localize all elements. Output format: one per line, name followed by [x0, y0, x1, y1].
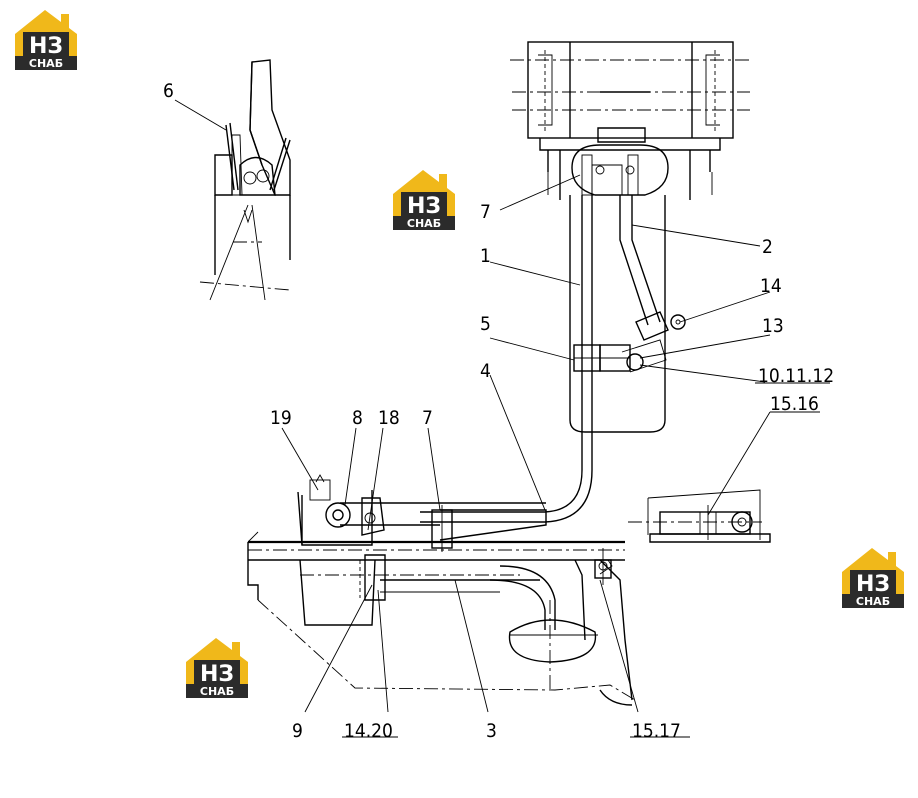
- callout-15-16: 15.16: [770, 393, 819, 415]
- callout-14: 14: [760, 275, 782, 297]
- callout-7-upper: 7: [480, 201, 491, 223]
- leader-lines: [281, 174, 830, 738]
- callout-3: 3: [486, 720, 497, 742]
- callout-10-11-12: 10.11.12: [758, 365, 834, 387]
- logo-watermark-right: НЗ СНАБ: [842, 548, 904, 608]
- svg-text:СНАБ: СНАБ: [856, 595, 890, 608]
- lever-rod-4: [340, 502, 547, 552]
- callout-14-20: 14.20: [344, 720, 393, 742]
- callout-13: 13: [762, 315, 784, 337]
- valve-block: [571, 144, 669, 196]
- bracket-left: [297, 474, 385, 546]
- callout-6: 6: [163, 80, 174, 102]
- callout-7-lower: 7: [422, 407, 433, 429]
- svg-text:НЗ: НЗ: [200, 662, 234, 687]
- svg-text:НЗ: НЗ: [407, 194, 441, 219]
- callout-1: 1: [480, 245, 491, 267]
- callout-9: 9: [292, 720, 303, 742]
- callout-15-17: 15.17: [632, 720, 681, 742]
- callout-5: 5: [480, 313, 491, 335]
- detail-section-view: [174, 59, 291, 301]
- svg-text:НЗ: НЗ: [29, 34, 63, 59]
- callout-18: 18: [378, 407, 400, 429]
- upper-housing: [510, 41, 750, 200]
- callout-2: 2: [762, 236, 773, 258]
- logo-watermark-middle: НЗ СНАБ: [393, 170, 455, 230]
- svg-text:СНАБ: СНАБ: [200, 685, 234, 698]
- callout-4: 4: [480, 360, 491, 382]
- svg-text:СНАБ: СНАБ: [407, 217, 441, 230]
- svg-text:СНАБ: СНАБ: [29, 57, 63, 70]
- vertical-housing: [547, 172, 713, 433]
- main-body: [247, 531, 636, 706]
- pipe-2: [619, 195, 686, 373]
- pipe-1: [420, 195, 593, 523]
- detail-15-16: [628, 489, 771, 543]
- logo-watermark-bottom-left: НЗ СНАБ: [186, 638, 248, 698]
- logo-watermark-top-left: НЗ СНАБ: [15, 10, 77, 70]
- callout-8: 8: [352, 407, 363, 429]
- callout-19: 19: [270, 407, 292, 429]
- svg-text:НЗ: НЗ: [856, 572, 890, 597]
- clamp-5: [573, 344, 631, 372]
